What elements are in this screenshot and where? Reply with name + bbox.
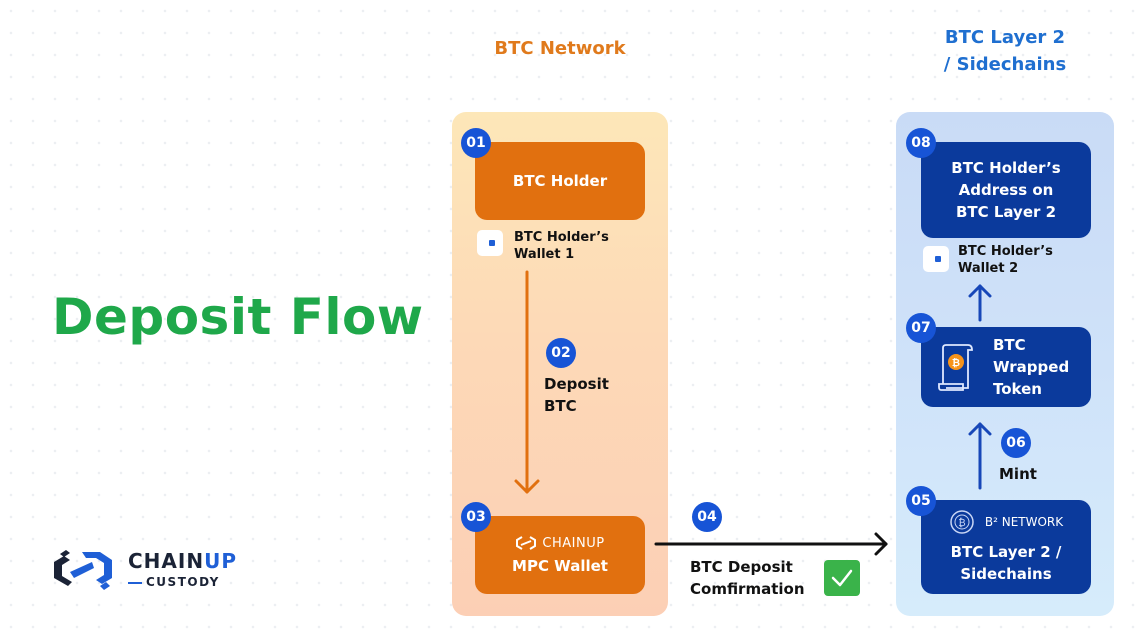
holder-address-box: BTC Holder’s Address on BTC Layer 2 (921, 142, 1091, 238)
btc-holder-label: BTC Holder (512, 172, 608, 190)
step-badge-01: 01 (461, 128, 491, 158)
arrow-deposit (514, 270, 540, 494)
confirmation-check-icon (824, 560, 860, 596)
deposit-btc-label: Deposit BTC (544, 375, 609, 415)
mpc-wallet-box: CHAINUP MPC Wallet (475, 516, 645, 594)
page-title: Deposit Flow (52, 288, 424, 346)
svg-text:₿: ₿ (958, 517, 965, 529)
layer2-sidechains-box: ₿ B² NETWORK BTC Layer 2 / Sidechains (921, 500, 1091, 594)
step-badge-07: 07 (906, 313, 936, 343)
wallet-icon (477, 230, 503, 256)
token-scroll-icon: ₿ (938, 344, 973, 391)
wrapped-token-box: ₿ BTC Wrapped Token (921, 327, 1091, 407)
layer2-heading-text: BTC Layer 2/ Sidechains (943, 27, 1067, 75)
step-badge-05: 05 (906, 486, 936, 516)
deposit-confirmation-label: BTC Deposit Comfirmation (690, 558, 805, 598)
step-badge-03: 03 (461, 502, 491, 532)
logo-subtitle: CUSTODY (128, 575, 220, 589)
layer2-heading: BTC Layer 2/ Sidechains (905, 24, 1105, 78)
b2-network-logo-icon: ₿ (950, 510, 974, 534)
step-badge-08: 08 (906, 128, 936, 158)
btc-holder-box: BTC Holder (475, 142, 645, 220)
chainup-custody-logo-icon (54, 550, 112, 590)
chainup-brand: CHAINUP (515, 535, 604, 551)
mint-label: Mint (999, 465, 1037, 483)
arrow-confirmation (654, 532, 888, 556)
wallet-icon (923, 246, 949, 272)
arrow-to-address (968, 284, 992, 322)
step-badge-02: 02 (546, 338, 576, 368)
wallet-1-label: BTC Holder’s Wallet 1 (514, 230, 609, 262)
wrapped-token-label: BTC Wrapped Token (993, 336, 1070, 398)
wallet-2-label: BTC Holder’s Wallet 2 (958, 244, 1053, 276)
chainup-logo-icon (516, 536, 537, 550)
logo-wordmark: CHAINUP (128, 549, 237, 573)
arrow-mint (968, 422, 992, 490)
holder-address-label: BTC Holder’s Address on BTC Layer 2 (951, 159, 1061, 221)
step-badge-06: 06 (1001, 428, 1031, 458)
step-badge-04: 04 (692, 502, 722, 532)
mpc-wallet-label: MPC Wallet (512, 557, 608, 575)
layer2-sidechains-label: BTC Layer 2 / Sidechains (950, 543, 1062, 583)
b2-network-brand: ₿ B² NETWORK (949, 509, 1063, 535)
svg-text:₿: ₿ (952, 357, 960, 369)
btc-network-heading: BTC Network (494, 38, 626, 59)
